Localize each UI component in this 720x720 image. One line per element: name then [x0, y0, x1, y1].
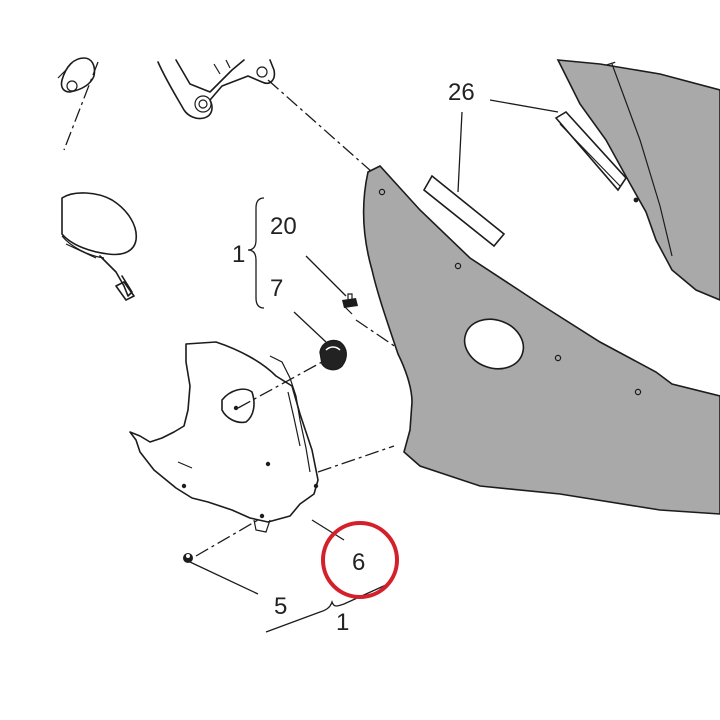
label-26: 26 [448, 79, 475, 106]
fairing-panel [362, 165, 720, 515]
foam-strip-26-b [554, 110, 628, 192]
label-20: 20 [270, 213, 297, 240]
label-1-bottom: 1 [336, 609, 349, 636]
mirror-part [61, 192, 137, 301]
highlight-circle [321, 521, 399, 599]
group-brace-top [247, 197, 265, 309]
screw-part-20 [342, 293, 358, 315]
label-6: 6 [352, 549, 365, 576]
inner-cover-part-6 [129, 341, 319, 533]
labels: 26 20 1 7 6 5 1 [232, 79, 475, 636]
top-center-bracket [157, 59, 276, 120]
alignment-lines [63, 61, 617, 557]
clip-part-7 [319, 339, 347, 371]
label-5: 5 [274, 593, 287, 620]
foam-strip-26-a [422, 174, 506, 248]
screw-part-5 [183, 553, 193, 563]
label-1-top: 1 [232, 241, 245, 268]
fairing-panel-hole [463, 318, 525, 370]
fairing-panel-body [362, 165, 720, 515]
leader-lines [189, 99, 559, 595]
fairing-upper-tip [556, 59, 720, 301]
top-left-bracket-parts [57, 57, 96, 93]
label-7: 7 [270, 275, 283, 302]
group-brace-bottom [265, 583, 389, 633]
